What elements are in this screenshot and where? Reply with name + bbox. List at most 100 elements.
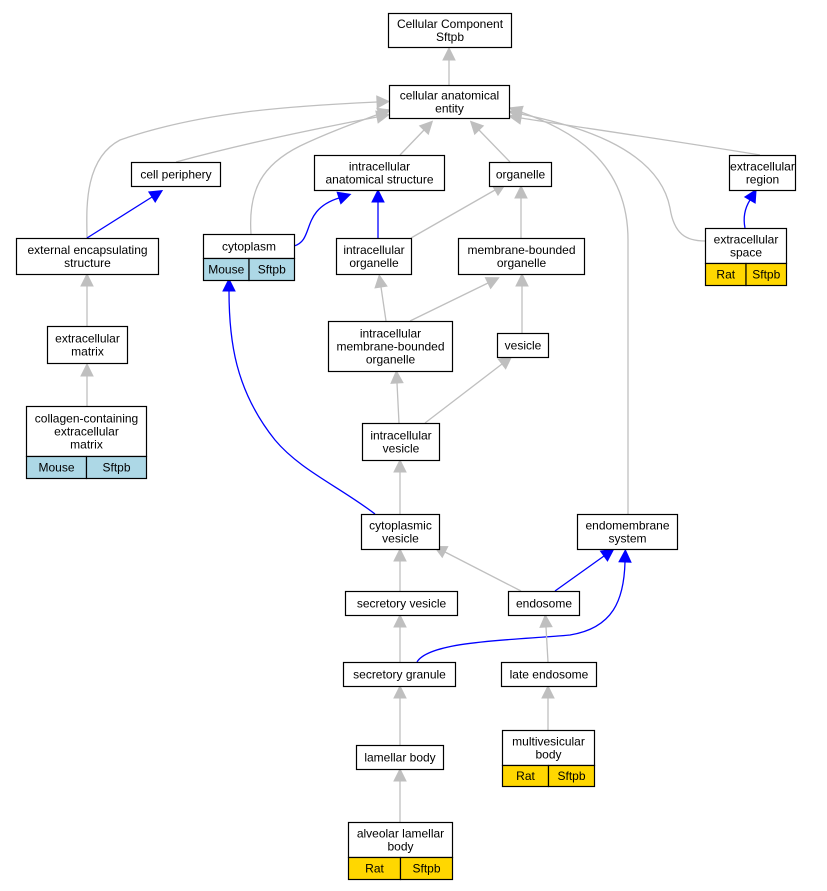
- node-label: Sftpb: [436, 30, 464, 44]
- node-box: [327, 320, 454, 373]
- node-box: [496, 332, 550, 359]
- node-box: [335, 237, 413, 276]
- arrowhead: [80, 272, 94, 287]
- arrowhead: [371, 188, 385, 203]
- node-label: intracellular: [343, 243, 404, 257]
- node-label: body: [535, 748, 561, 762]
- edge-cyto-to-ias: [293, 191, 352, 247]
- node-label: intracellular: [349, 160, 410, 174]
- node-box: [344, 590, 459, 617]
- node-label: late endosome: [510, 668, 589, 682]
- arrowhead: [599, 548, 615, 562]
- annotation-gene: Sftpb: [102, 461, 130, 475]
- edge-lateendo-to-endosome: [539, 613, 553, 663]
- node-vesicle[interactable]: vesicle: [496, 332, 550, 359]
- node-cellper[interactable]: cell periphery: [130, 161, 222, 188]
- edge-intves-to-imbo: [390, 369, 404, 424]
- node-label: cytoplasm: [222, 240, 276, 254]
- node-box: [342, 661, 457, 688]
- annotation-gene-cell: [85, 455, 148, 480]
- node-endosome[interactable]: endosome: [507, 590, 581, 617]
- node-lamellar[interactable]: lamellar body: [355, 744, 445, 771]
- arrowhead: [376, 107, 392, 121]
- node-box: [360, 513, 441, 551]
- node-label: intracellular: [360, 327, 421, 341]
- arrowhead: [393, 767, 407, 782]
- node-secves[interactable]: secretory vesicle: [344, 590, 459, 617]
- node-label: cytoplasmic: [369, 519, 432, 533]
- node-box: [313, 154, 446, 192]
- node-label: cell periphery: [140, 168, 211, 182]
- node-lateendo[interactable]: late endosome: [500, 661, 598, 688]
- annotation-gene: Sftpb: [752, 268, 780, 282]
- edge-secgran-to-endomem: [416, 548, 632, 663]
- edge-cellper-to-cae: [175, 110, 390, 163]
- node-label: Cellular Component: [397, 17, 504, 31]
- node-label: organelle: [497, 256, 547, 270]
- node-label: space: [730, 246, 762, 260]
- arrowhead: [147, 190, 164, 204]
- node-box: [202, 233, 296, 260]
- arrowhead: [469, 120, 485, 136]
- arrowhead: [393, 613, 407, 628]
- edge-cytoves-to-intves: [393, 458, 407, 514]
- node-label: collagen-containing: [35, 412, 138, 426]
- arrowhead: [390, 369, 404, 384]
- arrowhead: [393, 547, 407, 562]
- node-label: intracellular: [370, 429, 431, 443]
- edge-ext-to-cae: [86, 95, 391, 239]
- node-label: extracellular: [54, 425, 119, 439]
- annotation-gene: Sftpb: [412, 862, 440, 876]
- edge-intorg-to-organelle: [410, 183, 507, 239]
- annotation-gene-cell: [547, 764, 596, 788]
- node-secgran[interactable]: secretory granule: [342, 661, 457, 688]
- edge-mvb-to-lateendo: [541, 684, 555, 730]
- node-box: [728, 154, 797, 192]
- edge-vesicle-to-mbo: [515, 272, 529, 333]
- node-organelle[interactable]: organelle: [488, 161, 553, 188]
- node-label: region: [746, 173, 779, 187]
- arrowhead: [376, 95, 391, 109]
- node-box: [347, 821, 454, 859]
- edge-alv-to-lamellar: [393, 767, 407, 822]
- edge-coll-to-ecm: [80, 362, 94, 406]
- node-coll[interactable]: collagen-containingextracellularmatrixMo…: [25, 405, 148, 480]
- arrowhead: [743, 188, 757, 204]
- edge-intorg-to-ias: [371, 188, 385, 238]
- node-box: [388, 84, 511, 120]
- arrowhead: [484, 277, 500, 290]
- arrowhead: [514, 184, 528, 199]
- arrowhead: [442, 46, 456, 61]
- edge-ext-to-cellper: [86, 190, 164, 239]
- annotation-gene-cell: [745, 262, 788, 287]
- edge-imbo-to-mbo: [409, 277, 500, 322]
- node-label: extracellular: [55, 332, 120, 346]
- arrowhead: [393, 684, 407, 699]
- arrowhead: [80, 362, 94, 377]
- edge-ias-to-cae: [399, 120, 434, 156]
- annotation-species: Rat: [716, 268, 735, 282]
- node-box: [488, 161, 553, 188]
- arrowhead: [222, 277, 236, 292]
- node-label: extracellular: [714, 233, 779, 247]
- node-label: vesicle: [383, 442, 420, 456]
- node-label: vesicle: [382, 532, 419, 546]
- arrowhead: [418, 120, 434, 136]
